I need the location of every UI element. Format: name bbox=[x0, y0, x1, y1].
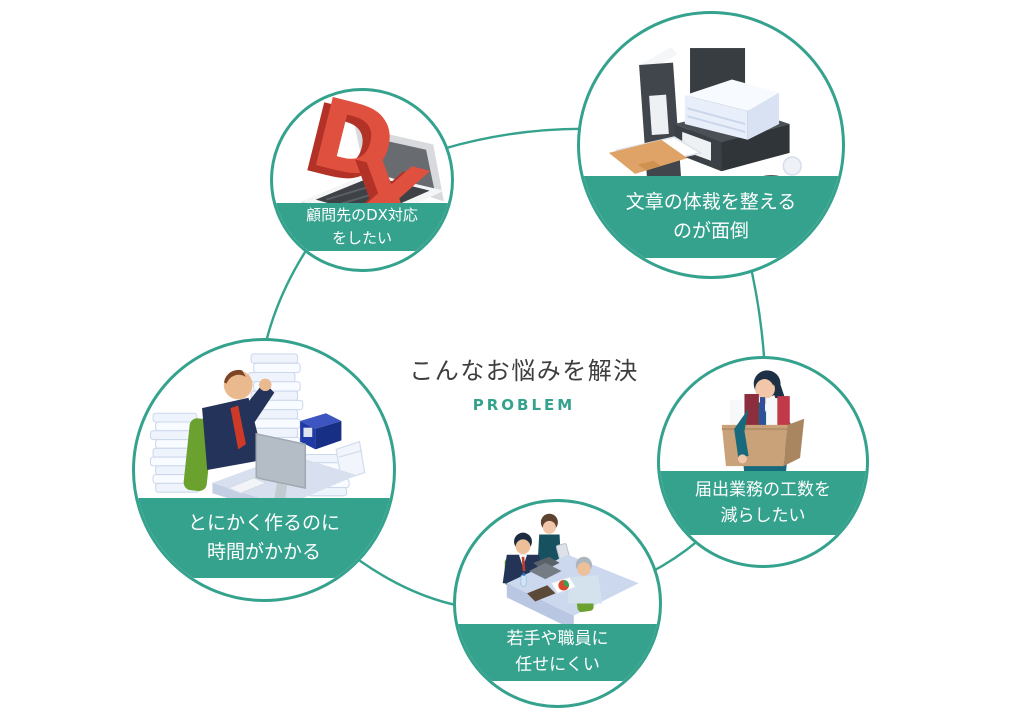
problem-label-line: 時間がかかる bbox=[207, 541, 322, 564]
pie-chart-document bbox=[550, 576, 577, 594]
problem-banner-filing-workload: 届出業務の工数を 減らしたい bbox=[660, 471, 866, 536]
problem-banner-dx-support: 顧問先のDX対応 をしたい bbox=[273, 203, 451, 252]
keyboard bbox=[226, 477, 269, 494]
problem-circle-hard-to-delegate: 若手や職員に 任せにくい bbox=[453, 499, 662, 708]
problem-label-line: 若手や職員に bbox=[506, 628, 609, 649]
problem-circle-filing-workload: 届出業務の工数を 減らしたい bbox=[657, 356, 869, 568]
manila-folder bbox=[608, 136, 703, 174]
problem-label-line: 減らしたい bbox=[720, 506, 806, 527]
team-meeting-illustration bbox=[502, 513, 639, 630]
problem-circle-document-formatting: 文章の体裁を整える のが面倒 bbox=[577, 11, 845, 279]
seated-elder-man bbox=[567, 556, 603, 604]
meeting-desk-front bbox=[506, 583, 574, 630]
problem-label-line: とにかく作るのに bbox=[188, 511, 341, 534]
man-at-desk-illustration bbox=[149, 353, 366, 517]
page-subtitle: PROBLEM bbox=[472, 396, 576, 414]
page-title: こんなお悩みを解決 bbox=[409, 357, 639, 385]
problem-circle-dx-support: D D X X 顧問先のDX対応 をしたい bbox=[270, 88, 454, 272]
problem-banner-document-formatting: 文章の体裁を整える のが面倒 bbox=[580, 176, 842, 258]
problem-banner-takes-time: とにかく作るのに 時間がかかる bbox=[135, 498, 393, 579]
problem-banner-hard-to-delegate: 若手や職員に 任せにくい bbox=[456, 623, 659, 681]
seated-man bbox=[202, 369, 275, 470]
white-box-right bbox=[335, 440, 366, 482]
box-of-binders bbox=[721, 394, 805, 467]
problem-label-line: をしたい bbox=[332, 229, 393, 248]
problem-label-line: 届出業務の工数を bbox=[695, 479, 831, 500]
laptop-on-desk bbox=[529, 556, 562, 580]
center-label: こんなお悩みを解決 PROBLEM bbox=[409, 351, 639, 414]
binders-papers-illustration bbox=[608, 46, 802, 186]
problem-label-line: 顧問先のDX対応 bbox=[306, 205, 418, 224]
problem-label-line: 任せにくい bbox=[515, 655, 600, 676]
brown-folder bbox=[527, 585, 556, 602]
water-bottle bbox=[520, 572, 527, 587]
problem-circle-takes-time: とにかく作るのに 時間がかかる bbox=[132, 338, 396, 602]
paper-stack bbox=[684, 79, 780, 140]
problem-label-line: 文章の体裁を整える bbox=[625, 190, 797, 213]
blue-storage-box bbox=[300, 413, 342, 450]
crumpled-paper bbox=[782, 156, 802, 176]
woman-carrying-box-illustration bbox=[721, 370, 805, 495]
problem-label-line: のが面倒 bbox=[672, 220, 749, 243]
